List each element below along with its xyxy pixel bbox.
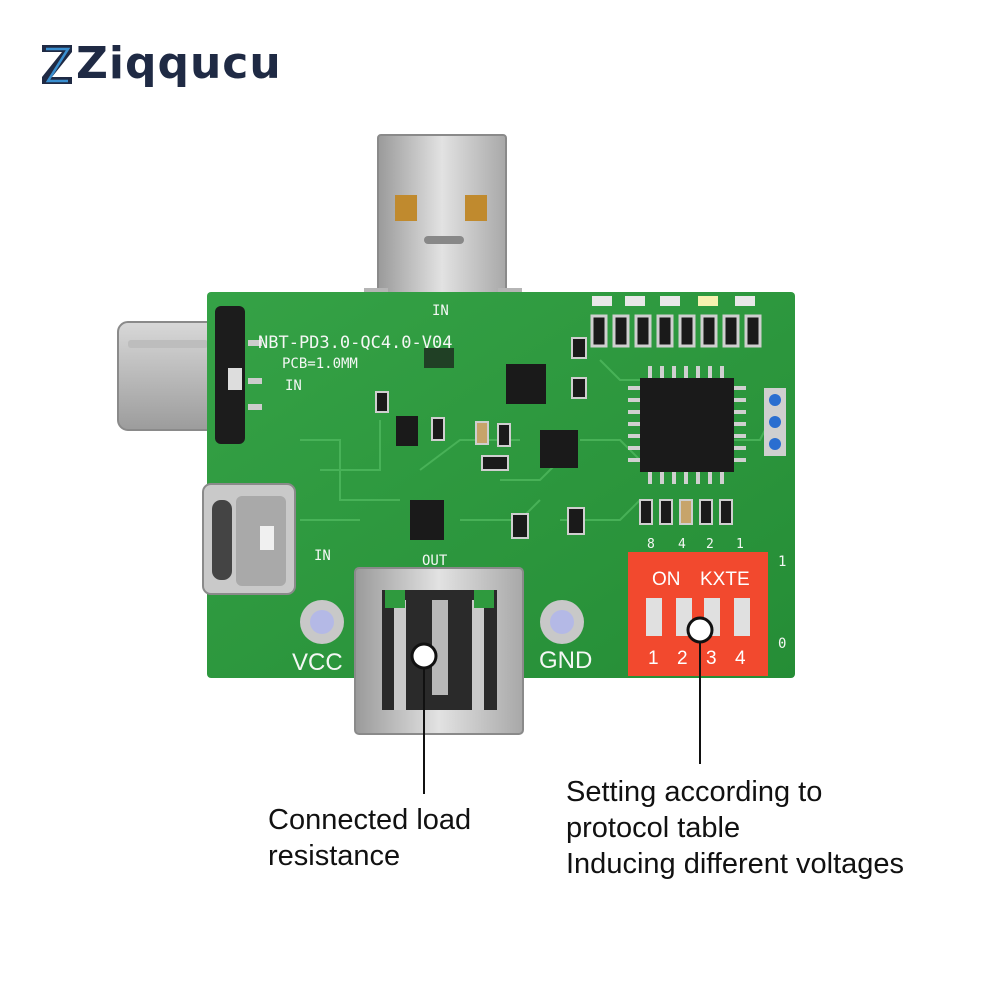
header-pins [764, 388, 786, 456]
callout-load-line-1: Connected load [268, 804, 472, 836]
label-in-typec-plug: IN [285, 378, 302, 394]
callout-protocol-line-2: protocol table [566, 812, 741, 844]
callout-protocol-line-3: Inducing different voltages [566, 848, 905, 880]
smd-components [375, 337, 733, 540]
dip-top-number-4: 1 [736, 537, 744, 552]
label-in-typec-socket: IN [314, 548, 331, 564]
dip-bottom-number-1: 1 [648, 648, 659, 669]
mcu-chip [628, 366, 746, 484]
label-in-top: IN [432, 303, 449, 319]
label-vcc: VCC [292, 649, 343, 676]
type-c-plug-in [117, 321, 227, 431]
callout-load-text: Connected load resistance [268, 802, 471, 874]
usb-a-plug-in [364, 134, 522, 318]
callout-load-line-2: resistance [268, 840, 401, 872]
label-out: OUT [422, 553, 448, 569]
dip-bottom-number-2: 2 [677, 648, 688, 669]
callout-protocol-marker [686, 616, 714, 764]
dip-toggle-4[interactable] [734, 598, 750, 636]
callout-protocol-line-1: Setting according to [566, 776, 823, 808]
dip-bottom-number-3: 3 [706, 648, 717, 669]
brand-name: Ziqqucu [76, 38, 282, 89]
dip-side-high: 1 [778, 554, 786, 570]
dip-on-label: ON [652, 569, 681, 590]
dip-brand-label: KXTE [700, 569, 750, 590]
board-model-label: NBT-PD3.0-QC4.0-V04 [258, 333, 452, 353]
dip-top-number-2: 4 [678, 537, 686, 552]
resistor-array [590, 314, 762, 348]
dip-toggle-1[interactable] [646, 598, 662, 636]
pcb-traces [300, 359, 771, 521]
brand-logo: Ziqqucu [40, 34, 282, 94]
label-gnd: GND [539, 647, 592, 674]
pcb-thickness-label: PCB=1.0MM [282, 356, 358, 372]
usb-a-socket-out [354, 567, 524, 735]
dip-side-low: 0 [778, 636, 786, 652]
dip-top-number-1: 8 [647, 537, 655, 552]
dip-bottom-number-4: 4 [735, 648, 746, 669]
logo-z-mark-icon [42, 45, 72, 84]
callout-load-marker [410, 642, 438, 794]
dip-switch[interactable]: ON KXTE 1 2 3 4 [628, 552, 768, 676]
type-c-socket-in [202, 483, 296, 595]
callout-protocol-text: Setting according to protocol table Indu… [566, 774, 904, 882]
dip-top-number-3: 2 [706, 537, 714, 552]
status-leds [592, 296, 755, 306]
